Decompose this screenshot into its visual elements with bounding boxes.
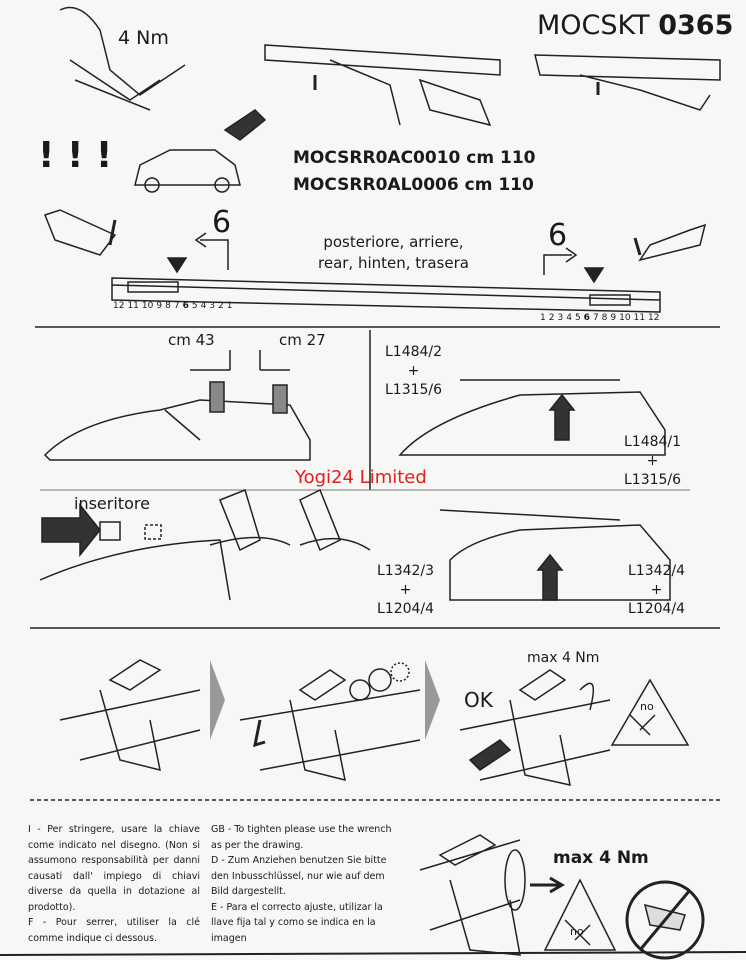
code-number: 0365 bbox=[658, 10, 734, 41]
car-bar-install-drawing bbox=[398, 379, 666, 456]
instructions-it-fr: I - Per stringere, usare la chiave come … bbox=[28, 822, 200, 946]
next-arrow-icon bbox=[210, 660, 225, 740]
car-icon bbox=[134, 149, 241, 193]
rear-position-text: posteriore, arriere, rear, hinten, trase… bbox=[318, 232, 469, 274]
code-plus: + bbox=[646, 453, 659, 469]
hole-number: 9 bbox=[156, 301, 163, 311]
model-list: MOCSRR0AC0010 cm 110 MOCSRR0AL0006 cm 11… bbox=[293, 145, 535, 199]
footer-no-label: no bbox=[570, 925, 584, 938]
instruction-it: I - Per stringere, usare la chiave come … bbox=[28, 824, 200, 913]
hole-number: 1 bbox=[540, 313, 546, 323]
code-part: L1315/6 bbox=[624, 472, 682, 488]
torque-label: 4 Nm bbox=[118, 27, 169, 49]
distance-rear: cm 27 bbox=[279, 331, 326, 349]
hand-icon bbox=[223, 109, 267, 141]
hole-number: 9 bbox=[610, 313, 617, 323]
product-code: MOCSKT 0365 bbox=[537, 10, 733, 41]
watermark: Yogi24 Limited bbox=[295, 467, 427, 488]
instruction-gb: GB - To tighten please use the wrench as… bbox=[211, 824, 392, 851]
clamp-drawing bbox=[209, 488, 371, 552]
instruction-de: D - Zum Anziehen benutzen Sie bitte den … bbox=[211, 855, 387, 897]
no-drill-icon bbox=[625, 880, 705, 960]
hole-number: 4 bbox=[566, 313, 572, 323]
next-arrow-icon bbox=[425, 660, 440, 740]
arrow-left-icon bbox=[194, 232, 229, 270]
instructions-gb-de-es: GB - To tighten please use the wrench as… bbox=[211, 822, 401, 946]
code-part: L1484/2 bbox=[385, 344, 443, 360]
car-bar-install-drawing-2 bbox=[439, 509, 671, 601]
step-torque: max 4 Nm bbox=[527, 650, 600, 666]
no-warning-triangle-footer bbox=[543, 878, 617, 951]
hole-number: 11 bbox=[633, 313, 646, 323]
code-part: L1342/4 bbox=[628, 563, 686, 579]
code-label-c: L1342/3 + L1204/4 bbox=[377, 562, 434, 619]
hole-number: 5 bbox=[191, 301, 198, 311]
hole-number: 8 bbox=[165, 301, 171, 311]
ok-label: OK bbox=[464, 688, 493, 712]
bar-foot-drawing bbox=[264, 44, 501, 127]
foot-final-drawing bbox=[419, 834, 565, 956]
hole-number: 2 bbox=[548, 313, 555, 323]
hole-number: 6 bbox=[583, 313, 590, 323]
code-plus: + bbox=[399, 582, 412, 598]
foot-step2-drawing bbox=[239, 662, 421, 782]
step-number-right: 6 bbox=[548, 218, 568, 253]
code-part: L1315/6 bbox=[385, 382, 443, 398]
car-measure-drawing bbox=[43, 350, 311, 461]
hole-number: 1 bbox=[226, 301, 233, 311]
marker-triangle bbox=[166, 257, 188, 274]
hole-number: 4 bbox=[200, 301, 207, 311]
no-label: no bbox=[640, 700, 654, 713]
rail-bar bbox=[111, 277, 661, 313]
hole-number: 6 bbox=[182, 301, 189, 311]
inserter-label: inseritore bbox=[74, 494, 150, 513]
arrow-right-icon bbox=[543, 247, 578, 275]
model-item: MOCSRR0AC0010 cm 110 bbox=[293, 148, 536, 168]
code-label-a: L1484/2 + L1315/6 bbox=[385, 343, 442, 400]
model-item: MOCSRR0AL0006 cm 110 bbox=[293, 175, 534, 195]
code-part: L1204/4 bbox=[377, 601, 435, 617]
foot-step1-drawing bbox=[59, 659, 201, 772]
step-number-left: 6 bbox=[212, 205, 232, 240]
foot-bracket-left bbox=[44, 209, 117, 256]
hole-number: 10 bbox=[141, 301, 154, 311]
hole-number: 7 bbox=[173, 301, 180, 311]
footer-torque: max 4 Nm bbox=[553, 848, 649, 868]
hole-number: 5 bbox=[574, 313, 581, 323]
instruction-es: E - Para el correcto ajuste, utilizar la… bbox=[211, 901, 383, 944]
hole-number: 3 bbox=[209, 301, 216, 311]
code-label-d: L1342/4 + L1204/4 bbox=[628, 562, 685, 619]
hole-number: 7 bbox=[592, 313, 599, 323]
hole-number: 10 bbox=[619, 313, 631, 323]
hole-number: 12 bbox=[113, 301, 125, 311]
hole-number: 12 bbox=[648, 313, 660, 323]
no-warning-triangle bbox=[610, 678, 690, 746]
code-part: L1484/1 bbox=[624, 434, 682, 450]
code-plus: + bbox=[650, 582, 663, 598]
code-part: L1342/3 bbox=[377, 563, 435, 579]
code-label-b: L1484/1 + L1315/6 bbox=[624, 433, 681, 490]
divider bbox=[0, 951, 746, 956]
marker-triangle bbox=[583, 267, 605, 284]
wrench-hand-drawing bbox=[59, 6, 186, 111]
code-prefix: MOCSKT bbox=[537, 10, 650, 41]
foot-step3-drawing bbox=[459, 669, 611, 786]
instruction-fr: F - Pour serrer, utiliser la clé comme i… bbox=[28, 917, 200, 944]
bar-foot-drawing-right bbox=[534, 54, 721, 111]
position-line: posteriore, arriere, bbox=[323, 233, 464, 251]
warning-marks: ! ! ! bbox=[38, 135, 113, 176]
inserter-drawing bbox=[39, 502, 231, 601]
foot-bracket-right bbox=[633, 223, 707, 262]
hole-number: 11 bbox=[127, 301, 139, 311]
hole-number: 8 bbox=[601, 313, 608, 323]
code-part: L1204/4 bbox=[628, 601, 686, 617]
distance-front: cm 43 bbox=[168, 331, 215, 349]
hole-number: 2 bbox=[218, 301, 224, 311]
position-line: rear, hinten, trasera bbox=[318, 254, 469, 272]
hole-number: 3 bbox=[557, 313, 564, 323]
code-plus: + bbox=[407, 363, 420, 379]
